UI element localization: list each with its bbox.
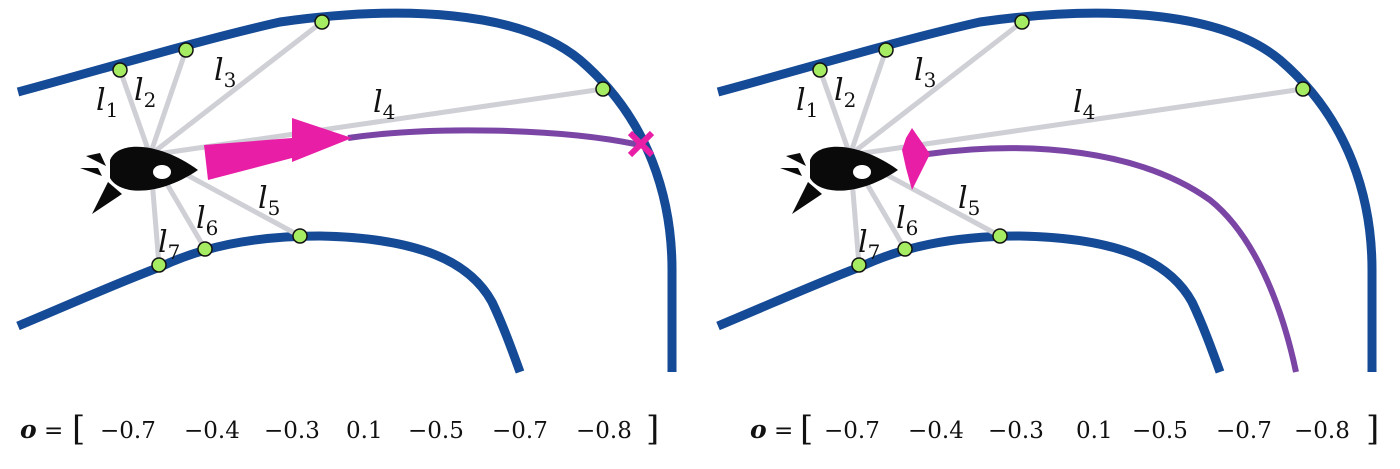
hit-point-l6 [197,241,213,257]
observation-value-4: 0.1 [346,418,383,444]
observation-open-bracket: [ [72,409,85,449]
ray-label-l3: l3 [914,53,936,92]
observation-value-5: −0.5 [1132,418,1188,444]
ray-label-l7: l7 [158,225,180,264]
observation-value-1: −0.7 [100,418,156,444]
cross-mark-icon [627,130,655,158]
hit-point-l1 [112,62,128,78]
right-diagram: l1 l2 l3 l4 l5 l6 l7 o = [ −0.7 −0.4 −0.… [716,8,1379,449]
sensor-rays [117,20,604,266]
ray-label-l4: l4 [1073,85,1095,124]
track-outer-wall [16,8,677,372]
ray-label-l1: l1 [96,83,118,122]
ray-l2 [847,49,889,156]
sensor-rays [817,20,1304,266]
hit-point-l5 [292,228,308,244]
trajectory-path [347,127,641,148]
observation-equals: = [774,418,793,444]
observation-symbol: o [750,415,767,444]
left-panel: l1 l2 l3 l4 l5 l6 l7 o = [ −0.7 −0.4 −0.… [16,8,677,449]
hit-point-l1 [812,62,828,78]
hit-point-l4 [1295,81,1311,97]
hit-points [112,14,611,273]
ray-l3 [148,20,324,157]
ray-label-l3: l3 [214,53,236,92]
ray-label-l6: l6 [196,201,218,240]
ray-label-l5: l5 [958,181,980,220]
fish-rocket-icon [780,146,898,214]
trajectory-path [927,145,1299,373]
fish-rocket-icon [80,146,198,214]
track-outer-wall [716,8,1377,372]
hit-point-l7 [851,257,867,273]
ray-l2 [147,49,189,156]
ray-l1 [817,69,853,156]
ray-label-l2: l2 [834,73,856,112]
observation-close-bracket: ] [1366,409,1379,449]
observation-value-2: −0.4 [908,418,964,444]
hit-point-l3 [1014,14,1030,30]
observation-value-3: −0.3 [264,418,320,444]
observation-value-2: −0.4 [184,418,240,444]
hit-point-l2 [178,42,194,58]
observation-value-1: −0.7 [824,418,880,444]
observation-value-6: −0.7 [1216,418,1272,444]
hit-point-l7 [151,257,167,273]
ray-label-l5: l5 [258,181,280,220]
hit-point-l3 [314,14,330,30]
hit-point-l5 [992,228,1008,244]
observation-open-bracket: [ [800,409,813,449]
hit-point-l6 [897,241,913,257]
observation-value-7: −0.8 [1294,418,1350,444]
ray-l3 [848,20,1024,157]
observation-vector: o = [ −0.7 −0.4 −0.3 0.1 −0.5 −0.7 −0.8 … [20,409,659,449]
observation-equals: = [44,418,63,444]
ray-label-l6: l6 [896,201,918,240]
action-arrow [902,128,930,190]
ray-l1 [117,69,153,156]
observation-value-4: 0.1 [1076,418,1113,444]
track-inner-wall [16,231,525,374]
observation-value-3: −0.3 [988,418,1044,444]
ray-label-l2: l2 [134,73,156,112]
observation-value-6: −0.7 [492,418,548,444]
left-diagram: l1 l2 l3 l4 l5 l6 l7 o = [ −0.7 −0.4 −0.… [16,8,677,449]
observation-vector: o = [ −0.7 −0.4 −0.3 0.1 −0.5 −0.7 −0.8 … [750,409,1379,449]
right-panel: l1 l2 l3 l4 l5 l6 l7 o = [ −0.7 −0.4 −0.… [700,0,1400,469]
ray-label-l1: l1 [796,83,818,122]
observation-value-5: −0.5 [408,418,464,444]
track-inner-wall [716,231,1225,374]
hit-points [812,14,1311,273]
hit-point-l2 [878,42,894,58]
action-arrow [204,118,352,180]
ray-l4 [849,86,1304,158]
ray-label-l4: l4 [373,85,395,124]
ray-label-l7: l7 [858,225,880,264]
observation-symbol: o [20,415,37,444]
observation-close-bracket: ] [646,409,659,449]
observation-value-7: −0.8 [576,418,632,444]
hit-point-l4 [595,81,611,97]
